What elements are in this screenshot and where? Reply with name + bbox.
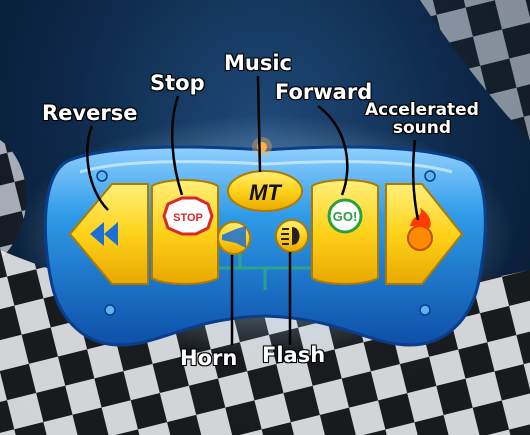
forward-callout-line — [317, 105, 349, 196]
headlight-beam-icon — [281, 228, 289, 245]
accelerated-sound-button[interactable] — [385, 183, 464, 285]
flame-icon — [410, 208, 431, 228]
status-led-glow — [252, 137, 272, 157]
horn-icon — [222, 226, 246, 248]
flame-wheel-icon — [407, 225, 433, 251]
headlight-icon — [292, 227, 300, 245]
reverse-callout-line — [86, 125, 109, 211]
go-icon — [327, 198, 363, 234]
accelerated-label-line1: Accelerated — [365, 100, 479, 120]
rewind-icon — [90, 222, 118, 246]
screw-hole — [104, 304, 116, 316]
forward-label: Forward — [275, 80, 373, 104]
stop-button[interactable]: STOP — [151, 179, 219, 285]
reverse-label: Reverse — [42, 101, 138, 125]
stop-button-text: STOP — [173, 212, 203, 224]
flash-button[interactable] — [275, 219, 309, 253]
screw-hole — [424, 170, 436, 182]
music-label: Music — [224, 51, 292, 75]
horn-label: Horn — [180, 346, 238, 370]
accelerated-sound-label: Accelerated sound — [365, 100, 479, 138]
circuit-trace — [215, 250, 320, 290]
mt-logo: MT — [249, 180, 282, 205]
screw-hole — [96, 170, 108, 182]
stop-callout-line — [171, 95, 184, 196]
flash-label: Flash — [262, 343, 326, 367]
go-button-text: GO! — [333, 209, 358, 224]
controller-inner-rim — [79, 160, 453, 174]
reverse-button[interactable] — [68, 183, 149, 285]
callout-lines — [86, 75, 420, 345]
accelerated-callout-line — [411, 139, 420, 221]
checkered-flag-top-right — [420, 0, 530, 140]
music-button[interactable]: MT — [227, 170, 303, 212]
accelerated-label-line2: sound — [392, 117, 452, 138]
forward-button[interactable]: GO! — [311, 179, 379, 285]
horn-button[interactable] — [217, 221, 251, 255]
music-callout-line — [256, 75, 262, 173]
stop-label: Stop — [150, 71, 205, 95]
stop-sign-icon — [162, 196, 214, 236]
screw-hole — [419, 304, 431, 316]
